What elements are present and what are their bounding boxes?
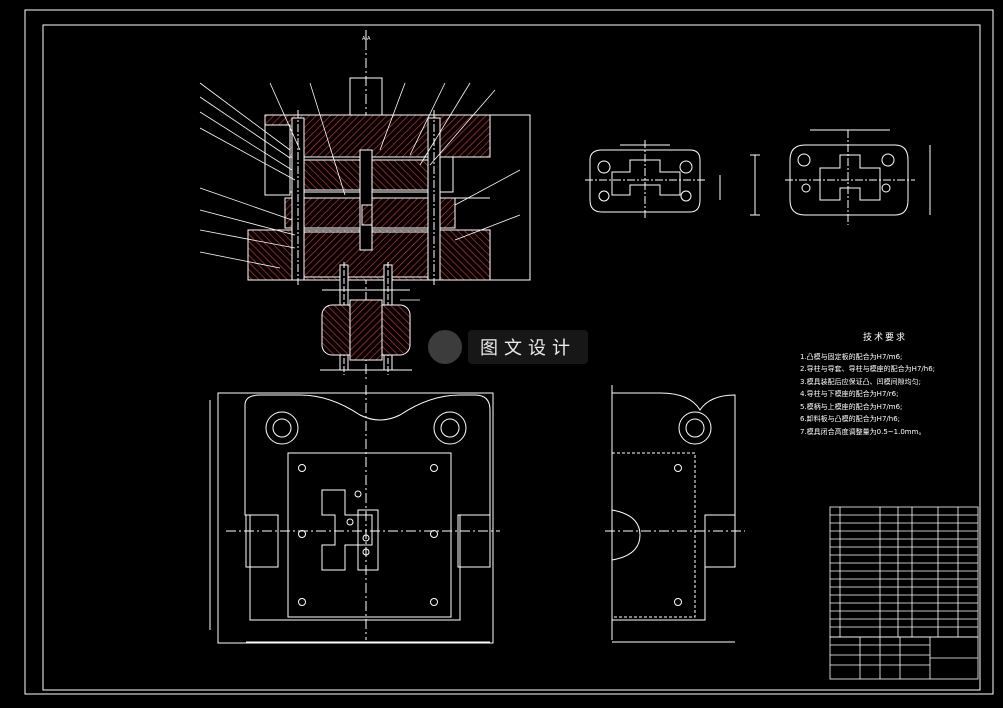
svg-text:A-A: A-A (362, 36, 371, 42)
technical-requirements: 技术要求 1.凸模与固定板的配合为H7/m6; 2.导柱与导套、导柱与模座的配合… (800, 332, 970, 438)
parts-list-table (829, 506, 979, 638)
plan-view (209, 385, 500, 644)
tech-requirement-item: 5.模柄与上模座的配合为H7/m6; (800, 402, 903, 411)
tech-requirement-item: 4.导柱与下模座的配合为H7/r6; (800, 390, 899, 398)
tech-requirement-item: 2.导柱与导套、导柱与模座的配合为H7/h6; (800, 365, 936, 373)
inner-border (42, 24, 981, 691)
part-view-1 (585, 140, 760, 220)
part-view-2 (785, 129, 931, 225)
watermark: 图文设计 (428, 330, 588, 364)
tech-requirement-item: 7.模具闭合高度调整量为0.5~1.0mm。 (800, 427, 926, 436)
tech-requirement-item: 1.凸模与固定板的配合为H7/m6; (800, 352, 903, 361)
part-leaders-left (199, 82, 521, 301)
outer-border (24, 9, 994, 695)
watermark-text: 图文设计 (468, 330, 588, 364)
title-block (829, 636, 979, 680)
side-view (605, 385, 745, 643)
tech-requirement-item: 3.模具装配后应保证凸、凹模间隙均匀; (800, 377, 922, 386)
tech-requirement-item: 6.卸料板与凸模的配合为H7/h6; (800, 415, 901, 423)
watermark-logo-icon (428, 330, 462, 364)
tech-requirements-title: 技术要求 (862, 333, 907, 343)
main-section-view: A-A (247, 30, 531, 380)
